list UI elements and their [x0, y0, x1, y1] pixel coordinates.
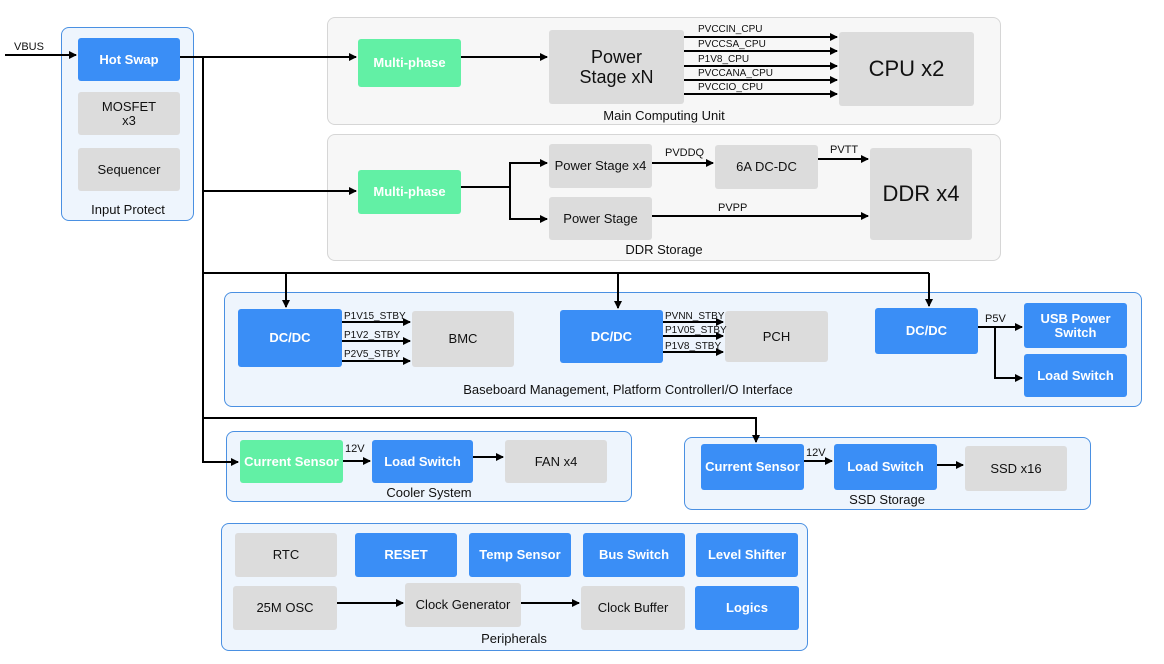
- sequencer-block: Sequencer: [78, 148, 180, 191]
- rtc-block: RTC: [235, 533, 337, 577]
- vbus-label: VBUS: [14, 41, 44, 53]
- load-switch-ssd-block: Load Switch: [834, 444, 937, 490]
- signal-pvccana-cpu: PVCCANA_CPU: [698, 68, 774, 79]
- power-stage-block: Power Stage: [549, 197, 652, 240]
- input-protect-label: Input Protect: [91, 202, 165, 217]
- signal-p1v2-stby: P1V2_STBY: [344, 330, 401, 341]
- main-computing-label: Main Computing Unit: [603, 108, 725, 123]
- signal-12v-cooler: 12V: [345, 443, 365, 455]
- power-stage-xn-block: Power Stage xN: [549, 30, 684, 104]
- signal-pvpp: PVPP: [718, 202, 748, 214]
- load-switch-cooler-block: Load Switch: [372, 440, 473, 483]
- ddr-block: DDR x4: [870, 148, 972, 240]
- multiphase-ddr-block: Multi-phase: [358, 170, 461, 214]
- reset-block: RESET: [355, 533, 457, 577]
- signal-p2v5-stby: P2V5_STBY: [344, 349, 401, 360]
- peripherals-label: Peripherals: [481, 631, 547, 646]
- temp-sensor-block: Temp Sensor: [469, 533, 571, 577]
- dcdc-pch-block: DC/DC: [560, 310, 663, 363]
- dcdc-6a-block: 6A DC-DC: [715, 145, 818, 189]
- signal-p5v: P5V: [985, 313, 1006, 325]
- dcdc-usb-block: DC/DC: [875, 308, 978, 354]
- mosfet-block: MOSFET x3: [78, 92, 180, 135]
- ssd-storage-label: SSD Storage: [849, 492, 925, 507]
- signal-pvccsa-cpu: PVCCSA_CPU: [698, 39, 766, 50]
- bus-switch-block: Bus Switch: [583, 533, 685, 577]
- osc-block: 25M OSC: [233, 586, 337, 630]
- signal-pvddq: PVDDQ: [665, 147, 705, 159]
- clock-buffer-block: Clock Buffer: [581, 586, 685, 630]
- signal-p1v8-cpu: P1V8_CPU: [698, 54, 750, 65]
- signal-p1v15-stby: P1V15_STBY: [344, 311, 406, 322]
- logics-block: Logics: [695, 586, 799, 630]
- baseboard-group: [224, 292, 1142, 407]
- usb-power-switch-block: USB Power Switch: [1024, 303, 1127, 348]
- dcdc-bmc-block: DC/DC: [238, 309, 342, 367]
- pch-block: PCH: [725, 311, 828, 362]
- bmc-block: BMC: [412, 311, 514, 367]
- signal-pvtt: PVTT: [830, 144, 859, 156]
- fan-block: FAN x4: [505, 440, 607, 483]
- signal-pvnn-stby: PVNN_STBY: [665, 311, 725, 322]
- multiphase-cpu-block: Multi-phase: [358, 39, 461, 87]
- ddr-storage-label: DDR Storage: [625, 242, 703, 257]
- load-switch-usb-block: Load Switch: [1024, 354, 1127, 397]
- clock-generator-block: Clock Generator: [405, 583, 521, 627]
- power-stage-x4-block: Power Stage x4: [549, 144, 652, 188]
- signal-pvccio-cpu: PVCCIO_CPU: [698, 82, 764, 93]
- hot-swap-block: Hot Swap: [78, 38, 180, 81]
- cpu-block: CPU x2: [839, 32, 974, 106]
- ssd-block: SSD x16: [965, 446, 1067, 491]
- signal-p1v8-stby: P1V8_STBY: [665, 341, 722, 352]
- current-sensor-cooler-block: Current Sensor: [240, 440, 343, 483]
- current-sensor-ssd-block: Current Sensor: [701, 444, 804, 490]
- signal-p1v05-stby: P1V05_STBY: [665, 325, 727, 336]
- baseboard-label: Baseboard Management, Platform Controlle…: [463, 382, 793, 397]
- level-shifter-block: Level Shifter: [696, 533, 798, 577]
- signal-pvccin-cpu: PVCCIN_CPU: [698, 24, 763, 35]
- signal-12v-ssd: 12V: [806, 447, 826, 459]
- cooler-system-label: Cooler System: [386, 485, 472, 500]
